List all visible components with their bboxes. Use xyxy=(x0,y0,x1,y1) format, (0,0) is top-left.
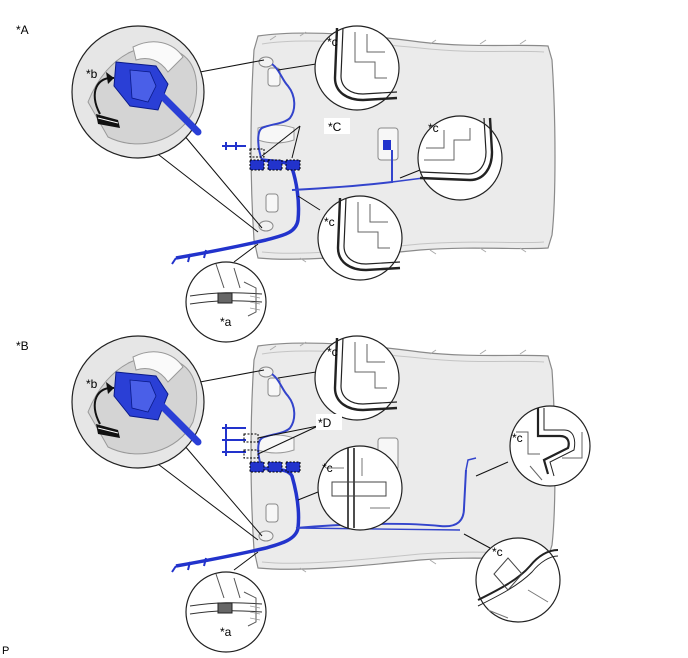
view-b-zoom-clip-b: *b xyxy=(72,336,204,468)
view-b-zoom-route-top: *c xyxy=(313,334,401,422)
callout-a-label: *a xyxy=(220,315,232,329)
view-a-leader-lines xyxy=(149,59,421,263)
view-b-clip-groups xyxy=(243,433,301,473)
view-b-leader-lines xyxy=(149,369,509,571)
callout-C-label: *C xyxy=(328,120,342,134)
callout-c-label: *c xyxy=(428,121,439,135)
view-a: *A xyxy=(16,23,556,343)
view-b: *B xyxy=(16,334,591,653)
view-a-clip-groups xyxy=(249,148,301,171)
callout-c-label: *c xyxy=(322,461,333,475)
callout-a-label: *a xyxy=(220,625,232,639)
view-a-zoom-clip-b: *b xyxy=(72,26,204,158)
view-b-zoom-route-right: *c xyxy=(509,405,591,487)
callout-c-label: *c xyxy=(492,545,503,559)
view-a-zoom-tape-a: *a xyxy=(185,261,267,343)
view-b-zoom-tape-a: *a xyxy=(185,571,267,653)
callout-D-label: *D xyxy=(318,416,332,430)
view-b-zoom-route-middle: *c xyxy=(317,445,403,531)
view-b-headliner xyxy=(250,341,556,573)
view-a-label: *A xyxy=(16,23,29,37)
view-b-zoom-route-bottom: *c xyxy=(475,537,561,623)
callout-c-label: *c xyxy=(324,215,335,229)
view-b-label: *B xyxy=(16,339,29,353)
callout-c-label: *c xyxy=(512,431,523,445)
callout-c-label: *c xyxy=(327,35,338,49)
callout-c-label: *c xyxy=(327,345,338,359)
callout-b-label: *b xyxy=(86,67,98,81)
view-a-zoom-route-bottom: *c xyxy=(316,194,404,282)
view-a-zoom-route-top: *c xyxy=(313,24,401,112)
callout-b-label: *b xyxy=(86,377,98,391)
footer-code: P xyxy=(2,645,9,657)
